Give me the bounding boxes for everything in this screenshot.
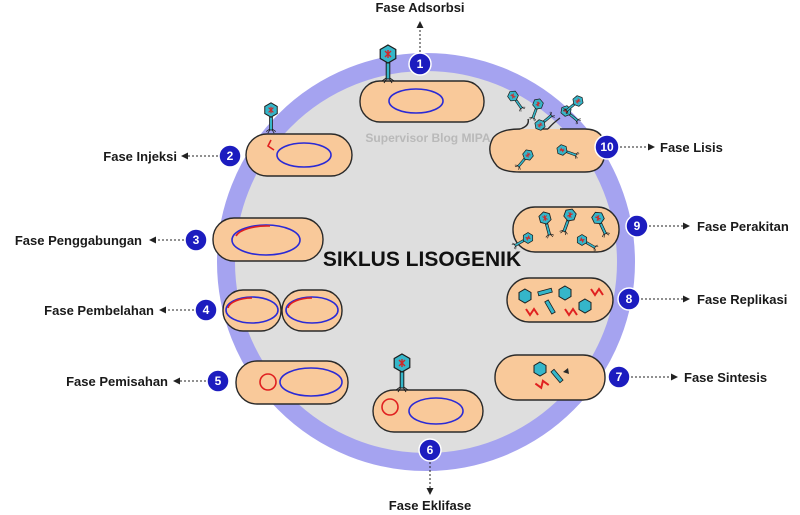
badge-5 (206, 369, 230, 393)
label-adsorbsi: Fase Adsorbsi (375, 0, 464, 15)
diagram-title: SIKLUS LISOGENIK (323, 248, 521, 271)
badge-10 (594, 134, 620, 160)
capsid-icon (518, 288, 532, 304)
cell-adsorbsi (359, 44, 485, 123)
badge-number: 2 (227, 149, 234, 163)
badge-1 (408, 52, 432, 76)
badge-2 (218, 144, 242, 168)
badge-number: 6 (427, 443, 434, 457)
cell-eklifase (372, 353, 484, 433)
badge-number: 1 (417, 57, 424, 71)
badge-number: 10 (600, 140, 614, 154)
badge-number: 3 (193, 233, 200, 247)
label-penggabungan: Fase Penggabungan (15, 233, 142, 248)
capsid-icon (533, 361, 547, 377)
cell-replikasi (506, 277, 614, 323)
badge-8 (617, 287, 641, 311)
label-sintesis: Fase Sintesis (684, 370, 767, 385)
capsid-icon (558, 285, 572, 301)
injected-dna (266, 139, 275, 151)
label-pemisahan: Fase Pemisahan (66, 374, 168, 389)
cell-injeksi (245, 102, 353, 177)
badge-number: 4 (203, 303, 210, 317)
badge-number: 9 (634, 219, 641, 233)
cell-pemisahan (235, 360, 349, 405)
cell-sintesis (494, 354, 606, 401)
badge-number: 8 (626, 292, 633, 306)
capsid-icon (578, 298, 592, 314)
watermark: Supervisor Blog MIPA (365, 131, 490, 145)
cell-perakitan (510, 206, 620, 254)
label-perakitan: Fase Perakitan (697, 219, 789, 234)
cell-pembelahan (222, 289, 343, 332)
label-injeksi: Fase Injeksi (103, 149, 177, 164)
label-pembelahan: Fase Pembelahan (44, 303, 154, 318)
badge-3 (184, 228, 208, 252)
label-eklifase: Fase Eklifase (389, 498, 471, 513)
badge-7 (607, 365, 631, 389)
badge-6 (418, 438, 442, 462)
badge-9 (625, 214, 649, 238)
label-lisis: Fase Lisis (660, 140, 723, 155)
cell-penggabungan (212, 217, 324, 262)
badge-number: 7 (616, 370, 623, 384)
badge-number: 5 (215, 374, 222, 388)
label-replikasi: Fase Replikasi (697, 292, 787, 307)
badge-4 (194, 298, 218, 322)
